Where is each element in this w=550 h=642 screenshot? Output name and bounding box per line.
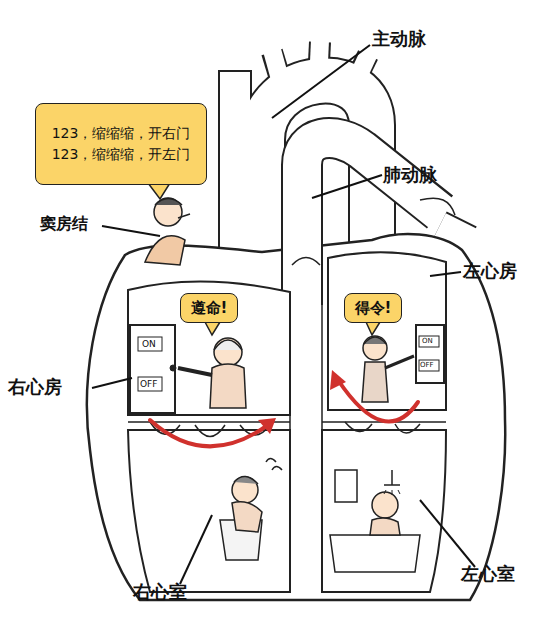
chambers <box>128 252 446 592</box>
speech-bubble: 得令! <box>344 293 402 323</box>
bubble-text: 得令! <box>355 297 392 320</box>
part-label: 左心房 <box>463 262 517 280</box>
part-label: 右心室 <box>133 583 187 601</box>
part-label: 肺动脉 <box>383 166 437 184</box>
part-label: 左心室 <box>461 565 515 583</box>
switch-label: ON <box>422 338 433 345</box>
characters <box>145 198 420 572</box>
bubble-text: 遵命! <box>191 297 228 320</box>
flow-arrows <box>150 380 418 446</box>
switch-label: ON <box>142 340 156 349</box>
speech-bubble: 123，缩缩缩，开右门123，缩缩缩，开左门 <box>35 103 207 185</box>
arrow-heads <box>258 370 346 434</box>
switch-label: OFF <box>420 362 434 369</box>
valves <box>128 258 446 437</box>
part-label: 窦房结 <box>40 216 88 232</box>
part-label: 主动脉 <box>372 30 426 48</box>
doors <box>130 325 444 413</box>
bubble-text: 123，缩缩缩，开右门 <box>52 123 191 144</box>
part-label: 右心房 <box>8 378 62 396</box>
speech-bubble: 遵命! <box>180 293 238 323</box>
bubble-text: 123，缩缩缩，开左门 <box>52 144 191 165</box>
switch-label: OFF <box>140 380 157 389</box>
